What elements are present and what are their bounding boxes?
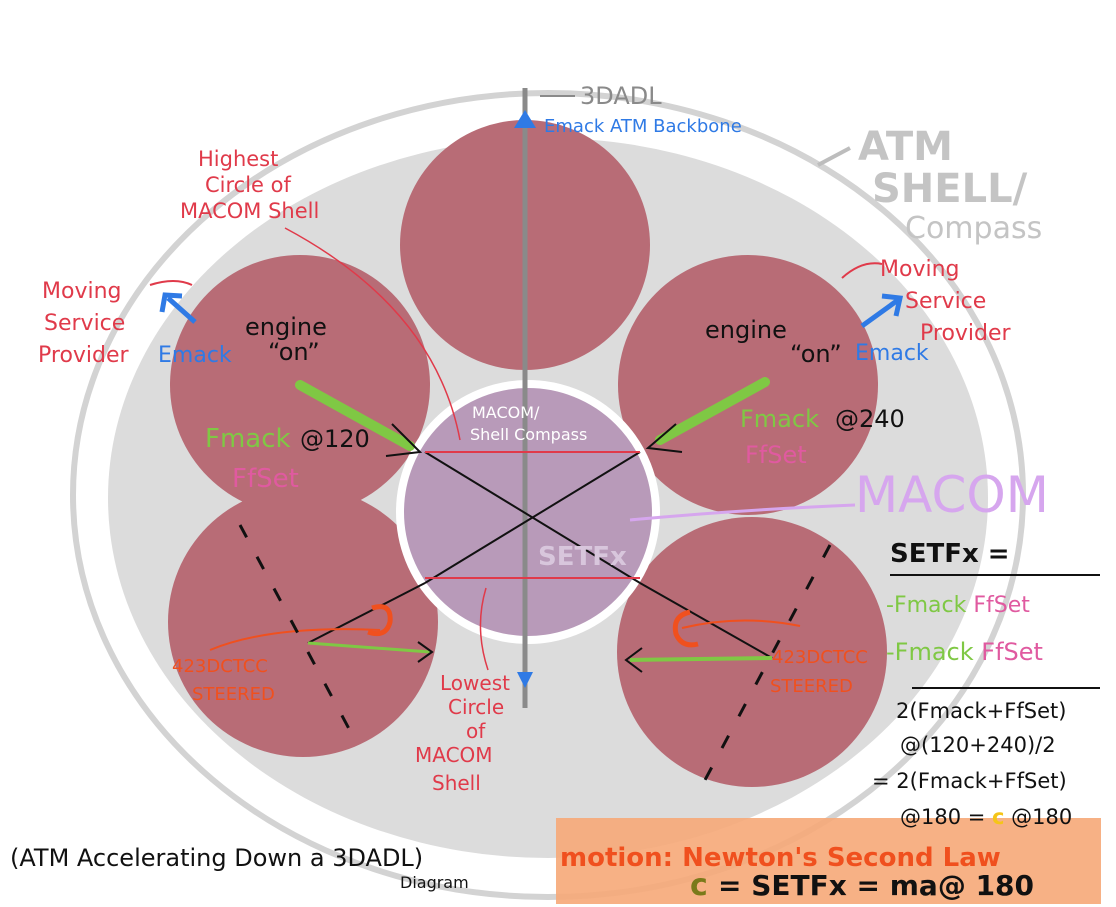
equation-line-2: -Fmack FfSet bbox=[886, 638, 1043, 666]
x-line-2 bbox=[424, 451, 641, 584]
motion-highlight bbox=[556, 818, 1101, 904]
label-macom-shell-compass-2: Shell Compass bbox=[470, 425, 587, 444]
label-ffset-left: FfSet bbox=[232, 464, 299, 494]
label-steered-right-1: 423DCTCC bbox=[772, 647, 868, 668]
label-lowest-2: Circle bbox=[448, 695, 504, 719]
axis-down-arrow-icon bbox=[517, 672, 533, 688]
label-steered-left-2: STEERED bbox=[192, 684, 275, 705]
label-lowest-1: Lowest bbox=[440, 671, 510, 695]
label-macom-shell-compass-1: MACOM/ bbox=[472, 403, 540, 422]
label-backbone: Emack ATM Backbone bbox=[544, 116, 742, 137]
fmack-240-arrowhead-icon bbox=[645, 423, 683, 453]
caption: (ATM Accelerating Down a 3DADL) bbox=[10, 844, 423, 872]
caption-diagram: Diagram bbox=[400, 873, 469, 892]
label-left-msp-1: Moving bbox=[42, 279, 121, 304]
left-steered-leader bbox=[209, 628, 381, 651]
right-steered-green bbox=[629, 656, 773, 662]
label-left-msp-2: Service bbox=[44, 311, 125, 336]
label-center-setfx: SETFx bbox=[538, 542, 627, 572]
equation-line-4: @(120+240)/2 bbox=[900, 733, 1056, 757]
left-steered-arrowhead-icon bbox=[417, 641, 434, 663]
label-at120: @120 bbox=[300, 425, 370, 453]
upper-right-circle bbox=[618, 255, 878, 515]
label-fmack-right: Fmack bbox=[740, 405, 819, 433]
label-atm-shell-2: SHELL/ bbox=[872, 166, 1028, 212]
formula: = SETFx = ma@ 180 bbox=[718, 869, 1034, 902]
formula-c: c bbox=[690, 868, 708, 903]
label-highest-3: MACOM Shell bbox=[180, 199, 319, 223]
lower-right-circle bbox=[617, 517, 887, 787]
label-highest-2: Circle of bbox=[205, 173, 291, 197]
label-atm-shell-1: ATM bbox=[858, 124, 953, 170]
label-lowest-3: of bbox=[466, 719, 486, 743]
right-dash-line bbox=[703, 544, 832, 781]
label-right-msp-2: Service bbox=[905, 289, 986, 314]
equation-line-1: -Fmack FfSet bbox=[886, 593, 1030, 618]
label-lowest-4: MACOM bbox=[415, 743, 493, 767]
lower-left-circle bbox=[168, 487, 438, 757]
x-extension-right bbox=[639, 582, 773, 659]
left-msp-leader bbox=[149, 280, 193, 286]
right-steered-leader bbox=[681, 619, 801, 629]
right-steered-arrowhead-icon bbox=[624, 647, 643, 673]
equation-line-6: @180 = c @180 bbox=[900, 805, 1072, 829]
axis-up-arrow-icon bbox=[514, 110, 536, 128]
label-highest-1: Highest bbox=[198, 147, 278, 171]
x-extension-left bbox=[307, 582, 426, 644]
right-emack-arrowhead-icon bbox=[881, 293, 904, 317]
fmack-120-arrowhead-icon bbox=[385, 423, 423, 457]
label-engine-right-2: “on” bbox=[790, 340, 842, 368]
fmack-120-arrow bbox=[295, 380, 415, 451]
atm-shell-outer bbox=[70, 90, 1026, 900]
lowest-circle-leader bbox=[479, 587, 489, 671]
label-ffset-right: FfSet bbox=[745, 441, 807, 469]
label-steered-right-2: STEERED bbox=[770, 676, 853, 697]
left-dash-line bbox=[238, 524, 357, 741]
highest-circle-leader bbox=[284, 227, 461, 441]
left-emack-arrowhead-icon bbox=[159, 292, 183, 313]
label-macom: MACOM bbox=[855, 466, 1049, 524]
label-engine-left-1: engine bbox=[245, 313, 327, 341]
label-3dadl: 3DADL bbox=[580, 82, 662, 110]
right-rotation-icon bbox=[672, 609, 699, 648]
label-right-msp-1: Moving bbox=[880, 257, 959, 282]
label-right-msp-3: Provider bbox=[920, 321, 1012, 346]
label-lowest-5: Shell bbox=[432, 771, 481, 795]
label-left-msp-3: Provider bbox=[38, 343, 130, 368]
left-rotation-icon bbox=[367, 604, 393, 637]
label-emack-right: Emack bbox=[855, 341, 929, 366]
label-engine-right-1: engine bbox=[705, 316, 787, 344]
left-steered-green bbox=[307, 641, 431, 654]
label-steered-left-1: 423DCTCC bbox=[172, 656, 268, 677]
label-emack-left: Emack bbox=[158, 343, 232, 368]
right-msp-leader bbox=[841, 262, 883, 279]
label-fmack-left: Fmack bbox=[205, 424, 291, 454]
macom-center-circle bbox=[396, 380, 660, 644]
motion-label: motion: Newton's Second Law bbox=[560, 843, 1001, 873]
left-emack-arrow bbox=[166, 296, 197, 324]
fmack-240-arrow bbox=[655, 377, 770, 445]
label-engine-left-2: “on” bbox=[268, 338, 320, 366]
macom-leader bbox=[629, 503, 856, 522]
equation-line-3: 2(Fmack+FfSet) bbox=[896, 699, 1066, 723]
label-atm-shell-3: Compass bbox=[905, 211, 1042, 246]
right-emack-arrow bbox=[860, 297, 900, 329]
equation-title: SETFx = bbox=[890, 539, 1010, 569]
label-at240: @240 bbox=[835, 405, 905, 433]
atm-shell-leader bbox=[817, 146, 851, 167]
equation-line-5: = 2(Fmack+FfSet) bbox=[872, 769, 1067, 793]
